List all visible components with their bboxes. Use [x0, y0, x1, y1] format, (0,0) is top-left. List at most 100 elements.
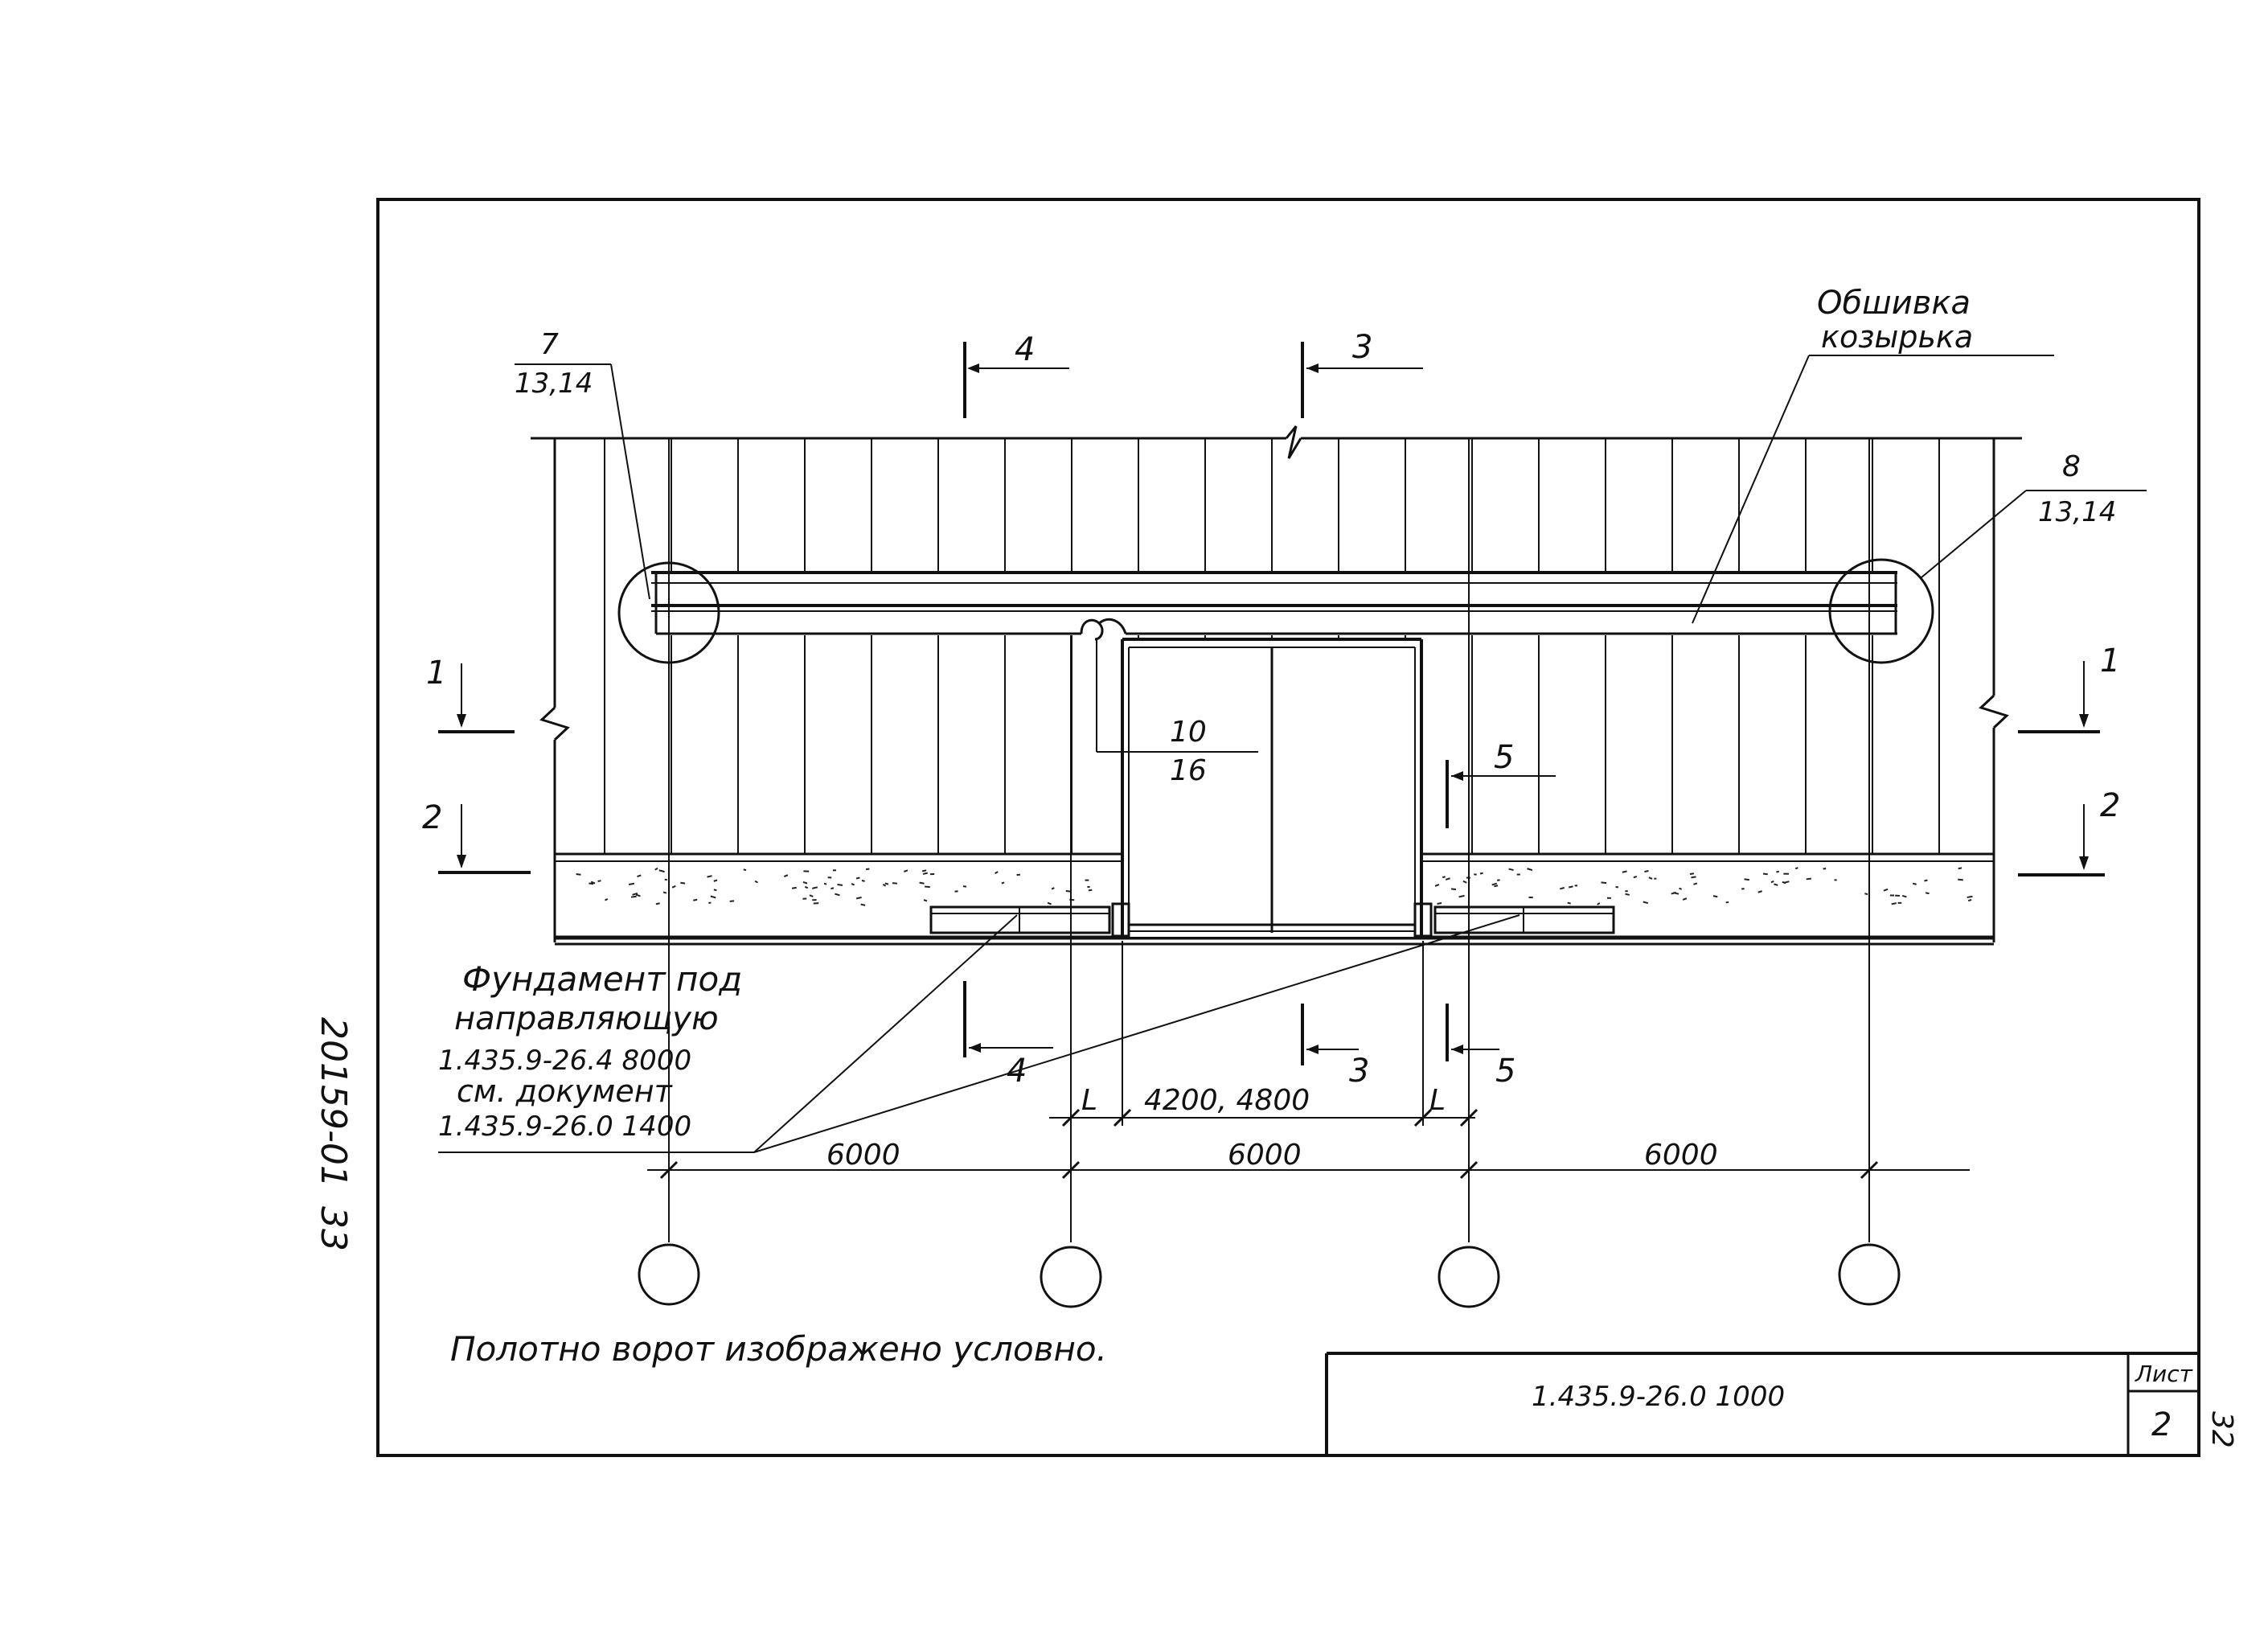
hatch-dot — [1560, 886, 1565, 890]
hatch-dot — [635, 893, 641, 897]
hatch-dot — [658, 869, 665, 873]
hatch-dot — [1757, 890, 1762, 893]
callouts: 7 13,14 8 13,14 Обшивка козырька 10 16 — [438, 285, 2147, 1153]
hatch-dot — [1462, 880, 1467, 884]
hatch-dot — [654, 867, 658, 871]
hatch-dot — [921, 869, 927, 872]
hatch-dot — [1806, 877, 1811, 881]
album-code: 20159-01 — [313, 1017, 354, 1188]
hatch-dot — [1491, 882, 1498, 886]
hatch-dot — [802, 881, 808, 885]
hatch-dot — [1569, 885, 1573, 889]
hatch-dot — [923, 899, 928, 902]
page-number-left: 33 — [313, 1206, 354, 1251]
section-1-right: 1 — [2100, 642, 2120, 679]
hatch-dot — [851, 883, 855, 886]
hatch-dot — [919, 881, 925, 885]
foundation-note-line2: направляющую — [454, 1000, 719, 1037]
section-3-bottom: 3 — [1349, 1053, 1369, 1090]
hatch-dot — [1567, 901, 1571, 905]
guide-rails — [929, 905, 1615, 934]
hatch-dot — [1689, 872, 1695, 876]
axis-bubble-2 — [1040, 1246, 1102, 1308]
cladding-label-line2: козырька — [1821, 319, 1973, 355]
hatch-dot — [1762, 872, 1768, 876]
hatch-dot — [1442, 876, 1446, 879]
hatch-dot — [904, 869, 908, 872]
hatch-dot — [1643, 901, 1649, 905]
callout-8-number: 8 — [2062, 450, 2081, 483]
hatch-dot — [811, 886, 818, 889]
hatch-dot — [671, 885, 676, 889]
hatch-dot — [713, 889, 717, 892]
hatch-dot — [710, 895, 716, 899]
hatch-dot — [1088, 889, 1093, 892]
hatch-dot — [1891, 902, 1897, 905]
hatch-dot — [995, 871, 999, 875]
hatch-dot — [855, 876, 860, 880]
cladding-label-line1: Обшивка — [1817, 285, 1971, 322]
hatch-dot — [1051, 887, 1055, 890]
hatch-dot — [628, 882, 635, 885]
callout-7-number: 7 — [540, 328, 559, 361]
hatch-dot — [754, 880, 758, 884]
hatch-dot — [1770, 880, 1774, 884]
hatch-dot — [680, 881, 686, 885]
node-circle-8 — [1828, 558, 1934, 664]
page-number-right: 32 — [2205, 1411, 2238, 1448]
hatch-dot — [1434, 884, 1440, 887]
hatch-dot — [1633, 875, 1638, 879]
title-block: 1.435.9-26.0 1000 Лист 2 — [1325, 1352, 2199, 1455]
hatch-dot — [1648, 876, 1653, 880]
axis-bubble-4 — [1838, 1243, 1901, 1306]
hatch-dot — [1527, 868, 1533, 872]
hatch-dot — [1967, 898, 1972, 902]
hatch-dot — [1682, 897, 1688, 901]
section-4-top: 4 — [1015, 331, 1035, 368]
section-2-right: 2 — [2100, 787, 2120, 824]
hatch-dot — [1744, 878, 1749, 881]
hatch-dot — [954, 890, 958, 893]
hatch-dot — [1912, 882, 1917, 885]
hatch-dot — [708, 901, 712, 905]
grid-axes — [638, 438, 1901, 1308]
hatch-dot — [1958, 878, 1963, 881]
hatch-dot — [1445, 877, 1450, 881]
sheet-number: 2 — [2151, 1406, 2172, 1443]
hatch-dot — [576, 872, 581, 876]
doc-code: 1.435.9-26.0 1000 — [1532, 1381, 1785, 1413]
hatch-dot — [632, 892, 638, 896]
hatch-dot — [1883, 888, 1889, 892]
axis-bubble-1 — [638, 1243, 700, 1306]
section-5-middle: 5 — [1494, 739, 1514, 776]
hatch-dot — [962, 885, 967, 888]
hatch-dot — [589, 882, 594, 885]
hatch-dot — [1065, 889, 1072, 893]
hatch-dot — [856, 896, 862, 900]
foundation-note-line3: 1.435.9-26.4 8000 — [438, 1045, 691, 1077]
hatch-dot — [1783, 881, 1790, 884]
hatch-dot — [804, 885, 809, 889]
hatch-dot — [590, 881, 596, 885]
hatch-dot — [1864, 893, 1868, 896]
hatch-dot — [1671, 891, 1677, 895]
foundation-note-line4: см. документ — [457, 1074, 674, 1109]
gate — [1111, 638, 1433, 938]
callout-8-sheets: 13,14 — [2038, 496, 2116, 528]
dim-offset-right: L — [1429, 1084, 1446, 1117]
sheet-frame — [376, 198, 2200, 1457]
hatch-dot — [1712, 895, 1718, 898]
hatch-dot — [1924, 879, 1928, 882]
hatch-dot — [1901, 894, 1907, 898]
hatch-dot — [1437, 902, 1442, 905]
hatch-dot — [831, 887, 835, 890]
hatch-dot — [892, 882, 898, 885]
hatch-dot — [1644, 870, 1649, 873]
hatch-dot — [882, 883, 887, 887]
callout-7-sheets: 13,14 — [515, 367, 593, 400]
dim-offset-left: L — [1081, 1084, 1097, 1117]
dim-gate-width: 4200, 4800 — [1144, 1084, 1310, 1117]
callout-10-sheets: 16 — [1170, 754, 1207, 787]
hatch-dot — [865, 868, 870, 871]
